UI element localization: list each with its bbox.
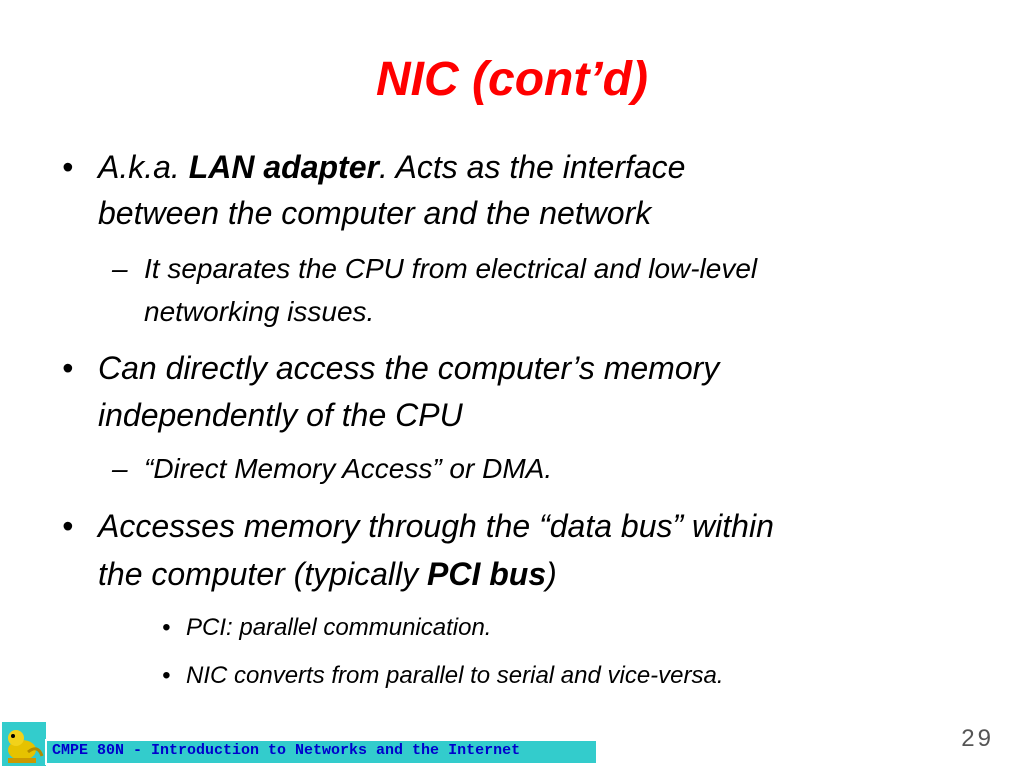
bullet-1-pre: A.k.a. <box>98 149 189 185</box>
bullet-3-bold: PCI bus <box>427 556 547 592</box>
footer-bar <box>45 739 598 765</box>
bullet-marker: • <box>62 505 73 547</box>
bullet-3-sub-2: NIC converts from parallel to serial and… <box>186 662 724 689</box>
bullet-1-line-1: A.k.a. LAN adapter. Acts as the interfac… <box>98 146 685 188</box>
sub-bullet-marker: • <box>162 613 170 643</box>
bullet-char: • <box>162 614 171 641</box>
course-name: CMPE 80N - Introduction to Networks and … <box>52 742 521 759</box>
bullet-1-bold: LAN adapter <box>188 149 379 185</box>
bullet-char: • <box>62 508 74 544</box>
bullet-char: • <box>62 149 74 185</box>
bullet-1-sub-line-1: It separates the CPU from electrical and… <box>144 253 758 284</box>
bullet-3-line-2-pre: the computer (typically <box>98 556 428 592</box>
dash-char: – <box>112 453 128 484</box>
bullet-3-line-2-post: ) <box>546 556 557 592</box>
bullet-1-sub-line-2: networking issues. <box>144 296 375 327</box>
sub-bullet-marker: • <box>162 661 170 691</box>
bullet-char: • <box>162 662 171 689</box>
bullet-char: • <box>62 350 74 386</box>
bullet-3-line-2: the computer (typically PCI bus) <box>98 553 557 595</box>
slide-title: NIC (cont’d) <box>376 53 648 106</box>
dash-marker: – <box>112 448 128 490</box>
bullet-3-sub-1: PCI: parallel communication. <box>186 614 492 641</box>
course-logo-icon <box>2 722 46 766</box>
bullet-marker: • <box>62 146 73 188</box>
page-number: 29 <box>961 725 994 752</box>
bullet-2-line-1: Can directly access the computer’s memor… <box>98 350 720 386</box>
bullet-2-line-2: independently of the CPU <box>98 397 463 433</box>
bullet-3-line-1: Accesses memory through the “data bus” w… <box>98 508 774 544</box>
bullet-marker: • <box>62 347 73 389</box>
bullet-2-sub-line-1: “Direct Memory Access” or DMA. <box>144 453 553 484</box>
bullet-1-post: . Acts as the interface <box>378 149 686 185</box>
dash-marker: – <box>112 248 128 290</box>
dash-char: – <box>112 253 128 284</box>
bullet-1-line-2: between the computer and the network <box>98 195 652 231</box>
